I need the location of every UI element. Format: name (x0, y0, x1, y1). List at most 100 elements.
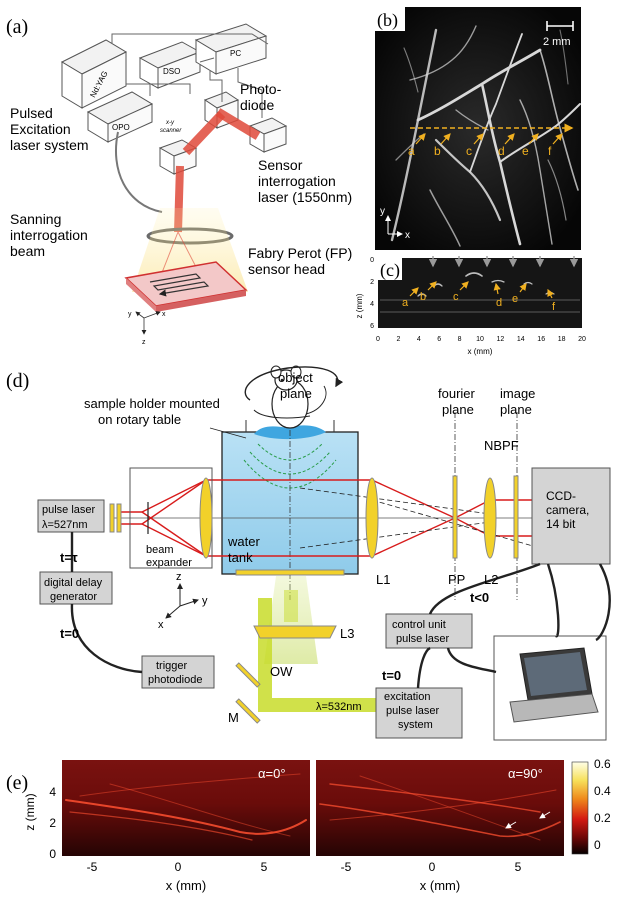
panel-d-optics (109, 475, 519, 724)
pulse-laser-box (37, 499, 105, 533)
excitation-laser-box (375, 687, 463, 739)
ccd-label-2: camera, (546, 503, 589, 517)
e-ytick: 4 (49, 785, 56, 799)
scanning-label-1: Sanning (10, 211, 61, 227)
panel-b-axes (385, 215, 403, 237)
sensor-laser-box (263, 125, 287, 153)
t-less-label: t<0 (470, 590, 489, 605)
fourier-plane-label-1: fourier (438, 386, 476, 401)
t-tau-label: t=τ (60, 550, 78, 565)
panel-c-marker-arrows (409, 281, 554, 299)
nbpf-label: NBPF (484, 438, 519, 453)
axis-d-y: y (202, 595, 208, 607)
rotation-arrow-front (253, 409, 311, 419)
photodiode-label-2: diode (240, 97, 274, 113)
wavelength-label: λ=532nm (316, 701, 362, 713)
b-marker-b: b (434, 144, 441, 158)
e-xtick-right: -5 (341, 860, 352, 874)
t-zero-right-label: t=0 (382, 668, 401, 683)
panel-a-axes (135, 311, 161, 335)
colorbar-tick: 0.6 (594, 757, 611, 771)
panel-c-markers: a b c d e f (402, 291, 556, 313)
excitation-label-2: pulse laser (386, 705, 440, 717)
b-marker-f: f (548, 144, 552, 158)
fp-label-1: Fabry Perot (FP) (248, 245, 352, 261)
c-marker-f: f (552, 301, 556, 313)
c-xtick: 6 (437, 336, 441, 343)
green-wavefront-2 (249, 451, 331, 475)
lens-l3 (253, 625, 337, 639)
panel-a-wires (111, 33, 269, 118)
scanning-label-3: beam (10, 243, 45, 259)
heatmap-left-structures (65, 773, 307, 841)
pinhole-pp (452, 475, 458, 559)
panel-d-cables (70, 532, 611, 689)
trigger-label-1: trigger (156, 660, 188, 672)
sensor-label-3: laser (1550nm) (258, 189, 352, 205)
beam-expander-label-1: beam (146, 544, 174, 556)
red-probe-beam (120, 479, 540, 557)
e-ytick: 2 (49, 816, 56, 830)
ccd-camera-box (531, 467, 611, 565)
green-excitation-path (258, 598, 378, 712)
c-marker-e: e (512, 293, 518, 305)
water-tank-label-1: water (227, 534, 260, 549)
water-tank-label-2: tank (228, 550, 253, 565)
axis-a-x: x (162, 311, 166, 318)
axis-a-y: y (128, 311, 132, 318)
lens-l2 (483, 477, 497, 559)
axis-b-x: x (405, 230, 410, 241)
object-plane-label-1: object (278, 370, 313, 385)
excitation-label-3: system (398, 719, 433, 731)
c-marker-d: d (496, 297, 502, 309)
colorbar-tick: 0 (594, 838, 601, 852)
e-xtick-left: -5 (87, 860, 98, 874)
optical-window-ow (235, 662, 261, 688)
t-zero-left-label: t=0 (60, 626, 79, 641)
e-ytick: 0 (49, 847, 56, 861)
b-marker-a: a (408, 144, 415, 158)
control-unit-box (385, 613, 473, 649)
pc-label: PC (230, 49, 241, 58)
sample-holder-label-2: on rotary table (98, 412, 181, 427)
scale-bar-label: 2 mm (543, 36, 571, 48)
b-marker-e: e (522, 144, 529, 158)
sample-holder-posts (245, 420, 335, 432)
heatmap-right-angle: α=90° (508, 766, 543, 781)
tank-window (235, 569, 345, 576)
opo-label: OPO (112, 123, 130, 132)
e-xtick-left: 5 (261, 860, 268, 874)
panel-a: (a) (6, 16, 352, 346)
pp-label: PP (448, 572, 465, 587)
object-plane-label-2: plane (280, 386, 312, 401)
l3-label: L3 (340, 626, 354, 641)
panel-c-speckle (380, 299, 580, 313)
axis-d-x: x (158, 619, 164, 631)
axis-b-y: y (380, 206, 385, 217)
rotation-arrow (244, 366, 344, 401)
c-xtick: 20 (578, 336, 586, 343)
heatmap-right-structures (319, 775, 561, 841)
c-xtick: 16 (537, 336, 545, 343)
panel-b-tag: (b) (377, 10, 398, 31)
ccd-label-1: CCD- (546, 489, 576, 503)
panel-d-tag: (d) (6, 370, 29, 392)
c-xtick: 2 (396, 336, 400, 343)
panel-c-tag: (c) (380, 260, 400, 281)
colorbar-tick: 0.4 (594, 784, 611, 798)
control-unit-label-1: control unit (392, 619, 446, 631)
excitation-label-1: Pulsed (10, 105, 53, 121)
c-ytick: 6 (370, 323, 374, 330)
nbpf-filter (513, 475, 519, 559)
panel-a-tag: (a) (6, 16, 28, 38)
panel-c-tag-bg (378, 258, 402, 280)
colorbar (571, 761, 589, 855)
b-marker-d: d (498, 144, 505, 158)
b-marker-c: c (466, 144, 472, 158)
fourier-plane-label-2: plane (442, 402, 474, 417)
c-ytick: 4 (370, 301, 374, 308)
